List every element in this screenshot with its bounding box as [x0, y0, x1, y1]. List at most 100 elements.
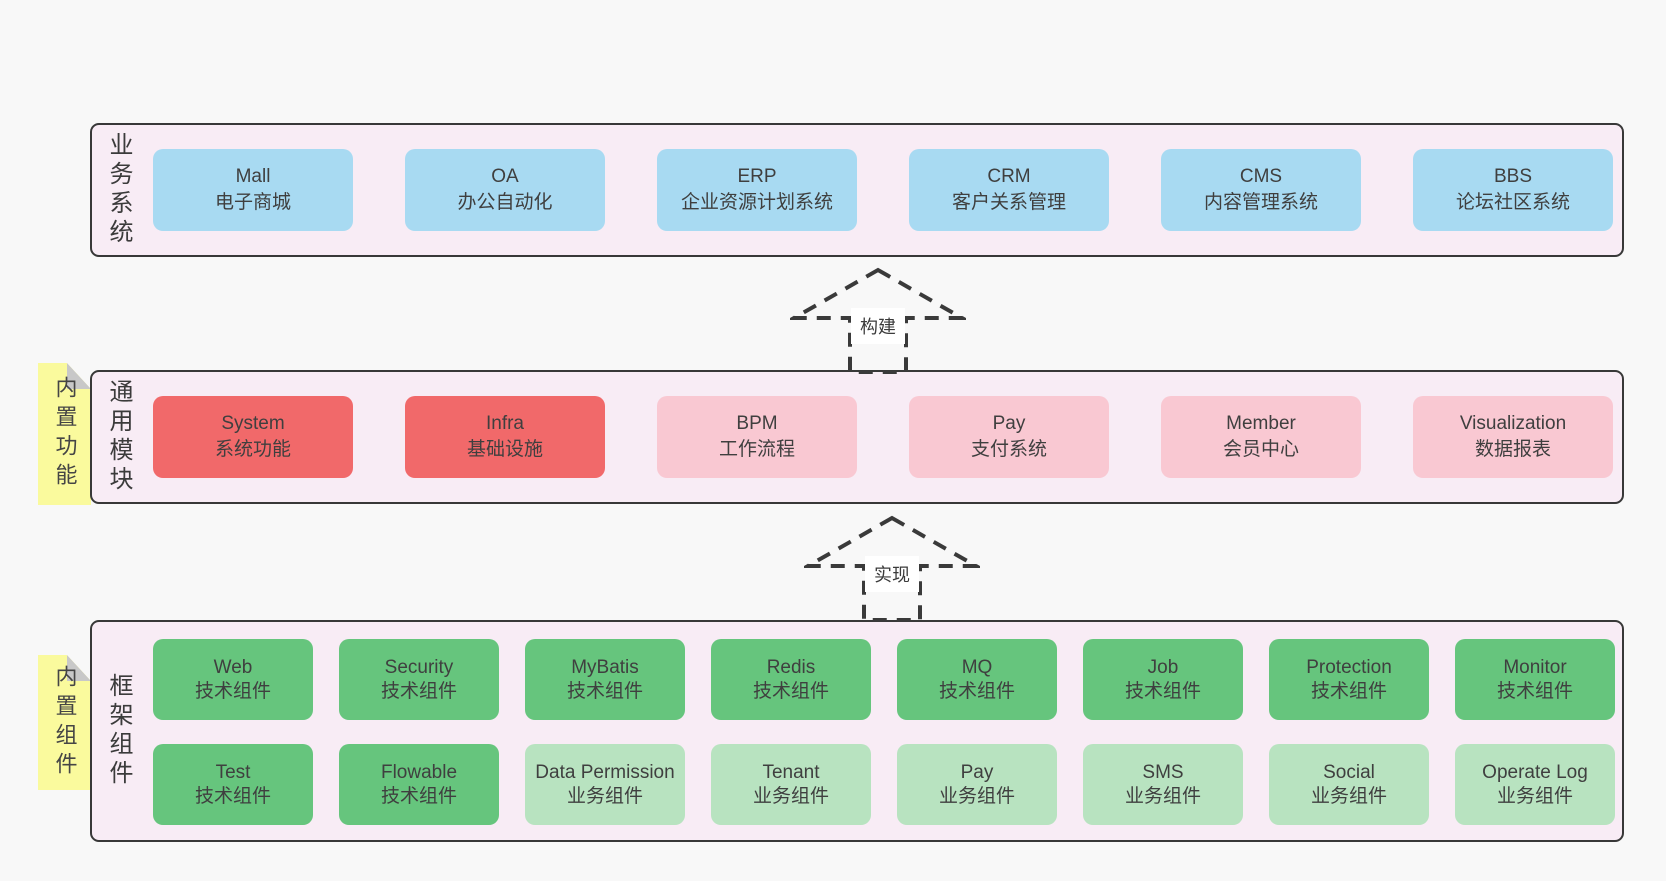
box-title: SMS	[1142, 761, 1184, 783]
box-subtitle: 技术组件	[194, 680, 271, 702]
box-title: Redis	[766, 656, 816, 678]
box-title: CRM	[987, 166, 1031, 187]
panel-common-modules: 通用模块 System 系统功能 Infra 基础设施 BPM 工作流程 Pay…	[90, 370, 1624, 504]
box-pay-system: Pay 支付系统	[909, 396, 1109, 478]
box-erp: ERP 企业资源计划系统	[657, 149, 857, 231]
box-member: Member 会员中心	[1161, 396, 1361, 478]
box-subtitle: 工作流程	[718, 439, 795, 460]
box-cms: CMS 内容管理系统	[1161, 149, 1361, 231]
box-subtitle: 业务组件	[752, 785, 829, 807]
box-title: Operate Log	[1482, 761, 1588, 783]
box-title: Data Permission	[535, 761, 675, 783]
box-monitor: Monitor 技术组件	[1455, 639, 1615, 720]
box-title: Pay	[960, 761, 994, 783]
box-subtitle: 技术组件	[1124, 680, 1201, 702]
box-mq: MQ 技术组件	[897, 639, 1057, 720]
box-subtitle: 业务组件	[938, 785, 1015, 807]
box-social: Social 业务组件	[1269, 744, 1429, 825]
box-subtitle: 论坛社区系统	[1455, 192, 1570, 213]
box-title: System	[221, 413, 285, 434]
box-title: Job	[1147, 656, 1179, 678]
box-tenant: Tenant 业务组件	[711, 744, 871, 825]
box-operate-log: Operate Log 业务组件	[1455, 744, 1615, 825]
box-title: Monitor	[1503, 656, 1567, 678]
box-redis: Redis 技术组件	[711, 639, 871, 720]
box-subtitle: 技术组件	[752, 680, 829, 702]
box-subtitle: 电子商城	[214, 192, 291, 213]
components-row-1: Web 技术组件 Security 技术组件 MyBatis 技术组件 Redi…	[153, 639, 1615, 720]
box-title: CMS	[1239, 166, 1283, 187]
panel-framework-components: 框架组件 Web 技术组件 Security 技术组件 MyBatis 技术组件…	[90, 620, 1624, 842]
box-subtitle: 企业资源计划系统	[680, 192, 833, 213]
dashed-up-arrow-implement: 实现	[804, 514, 980, 624]
arrow-label-implement: 实现	[865, 556, 919, 592]
box-title: ERP	[737, 166, 777, 187]
box-subtitle: 支付系统	[970, 439, 1047, 460]
box-subtitle: 技术组件	[380, 785, 457, 807]
panel-label: 框架组件	[105, 673, 132, 789]
box-subtitle: 技术组件	[1496, 680, 1573, 702]
up-arrow-outline-icon	[790, 267, 966, 374]
box-sms: SMS 业务组件	[1083, 744, 1243, 825]
box-protection: Protection 技术组件	[1269, 639, 1429, 720]
box-title: Security	[384, 656, 454, 678]
box-subtitle: 会员中心	[1222, 439, 1299, 460]
sticky-note-built-in-components: 内置组件	[38, 655, 91, 790]
box-title: BBS	[1493, 166, 1533, 187]
components-grid: Web 技术组件 Security 技术组件 MyBatis 技术组件 Redi…	[153, 639, 1615, 825]
box-pay-component: Pay 业务组件	[897, 744, 1057, 825]
box-bbs: BBS 论坛社区系统	[1413, 149, 1613, 231]
box-system: System 系统功能	[153, 396, 353, 478]
box-title: Tenant	[762, 761, 820, 783]
box-title: OA	[491, 166, 519, 187]
box-subtitle: 业务组件	[1496, 785, 1573, 807]
box-title: Infra	[485, 413, 525, 434]
up-arrow-outline-icon	[804, 515, 980, 622]
box-web: Web 技术组件	[153, 639, 313, 720]
box-title: MQ	[961, 656, 993, 678]
panel-label: 业务系统	[105, 132, 132, 248]
sticky-note-built-in-features: 内置功能	[38, 363, 91, 505]
components-row-2: Test 技术组件 Flowable 技术组件 Data Permission …	[153, 744, 1615, 825]
box-subtitle: 内容管理系统	[1203, 192, 1318, 213]
box-flowable: Flowable 技术组件	[339, 744, 499, 825]
box-subtitle: 客户关系管理	[951, 192, 1066, 213]
panel-label: 通用模块	[105, 379, 132, 495]
box-subtitle: 业务组件	[1124, 785, 1201, 807]
box-title: MyBatis	[571, 656, 639, 678]
box-infra: Infra 基础设施	[405, 396, 605, 478]
box-subtitle: 技术组件	[380, 680, 457, 702]
box-title: Protection	[1306, 656, 1392, 678]
box-title: Social	[1323, 761, 1375, 783]
box-mall: Mall 电子商城	[153, 149, 353, 231]
panel-business-systems: 业务系统 Mall 电子商城 OA 办公自动化 ERP 企业资源计划系统 CRM…	[90, 123, 1624, 257]
box-subtitle: 业务组件	[1310, 785, 1387, 807]
note-text: 内置组件	[52, 664, 78, 781]
box-subtitle: 技术组件	[1310, 680, 1387, 702]
box-subtitle: 业务组件	[566, 785, 643, 807]
box-subtitle: 数据报表	[1474, 439, 1551, 460]
box-mybatis: MyBatis 技术组件	[525, 639, 685, 720]
box-title: BPM	[736, 413, 778, 434]
box-bpm: BPM 工作流程	[657, 396, 857, 478]
box-visualization: Visualization 数据报表	[1413, 396, 1613, 478]
box-title: Pay	[992, 413, 1026, 434]
box-oa: OA 办公自动化	[405, 149, 605, 231]
box-title: Flowable	[380, 761, 458, 783]
business-box-row: Mall 电子商城 OA 办公自动化 ERP 企业资源计划系统 CRM 客户关系…	[153, 125, 1613, 255]
box-title: Visualization	[1459, 413, 1567, 434]
box-subtitle: 系统功能	[214, 439, 291, 460]
box-title: Member	[1226, 413, 1296, 434]
box-subtitle: 办公自动化	[457, 192, 553, 213]
box-title: Web	[213, 656, 253, 678]
box-subtitle: 技术组件	[938, 680, 1015, 702]
box-data-permission: Data Permission 业务组件	[525, 744, 685, 825]
box-job: Job 技术组件	[1083, 639, 1243, 720]
box-test: Test 技术组件	[153, 744, 313, 825]
note-text: 内置功能	[52, 376, 78, 492]
arrow-label-build: 构建	[851, 308, 905, 344]
box-title: Test	[215, 761, 251, 783]
box-subtitle: 基础设施	[466, 439, 543, 460]
box-title: Mall	[235, 166, 271, 187]
box-security: Security 技术组件	[339, 639, 499, 720]
